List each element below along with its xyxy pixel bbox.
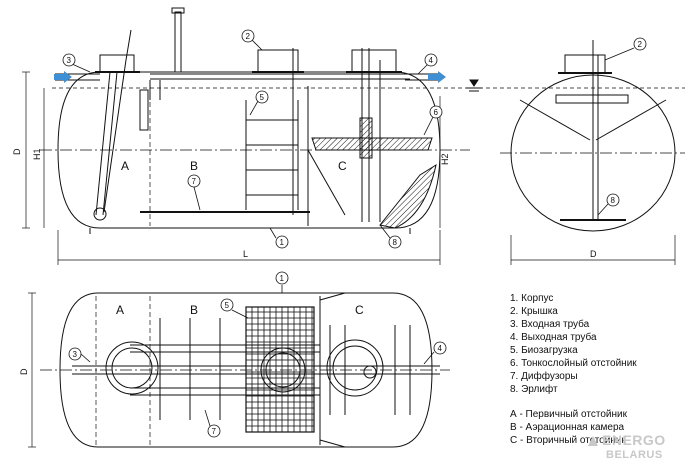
side-view — [22, 7, 500, 265]
water-level-mark — [466, 79, 482, 92]
callout-4-side — [417, 53, 438, 75]
dim-l: L — [243, 249, 248, 259]
legend: 1. Корпус 2. Крышка 3. Входная труба 4. … — [510, 292, 690, 447]
legend-item-2: 2. Крышка — [510, 306, 558, 317]
logo-mark-icon — [588, 436, 598, 446]
svg-text:1: 1 — [280, 274, 285, 283]
lamella-hatch-lower — [379, 163, 437, 229]
svg-text:2: 2 — [246, 32, 251, 41]
callout-6-side — [423, 105, 443, 136]
callout-3-top — [68, 347, 91, 363]
callout-1-side — [269, 227, 289, 249]
svg-text:8: 8 — [611, 196, 616, 205]
svg-text:6: 6 — [434, 108, 439, 117]
logo-country: BELARUS — [606, 449, 663, 461]
svg-text:1: 1 — [280, 238, 285, 247]
cover-3 — [351, 49, 397, 73]
chamber-c-side: C — [338, 159, 347, 173]
end-view — [500, 40, 685, 265]
callout-3-side — [62, 53, 91, 73]
callout-5-side — [249, 90, 269, 116]
callout-4-top — [423, 341, 447, 365]
tank-body-top — [59, 292, 433, 448]
legend-chamber-a: А - Первичный отстойник — [510, 409, 627, 420]
legend-chamber-b: В - Аэрационная камера — [510, 422, 625, 433]
callout-1-top — [275, 271, 289, 293]
outlet-arrow-icon — [428, 71, 446, 83]
dim-d-top: D — [19, 368, 29, 375]
callout-2-side — [241, 29, 263, 51]
legend-item-4: 4. Выходная труба — [510, 332, 597, 343]
legend-item-3: 3. Входная труба — [510, 319, 590, 330]
logo-brand: ENERGO — [602, 432, 666, 448]
chamber-b-side: B — [190, 159, 198, 173]
chamber-b-top: B — [190, 303, 198, 317]
svg-text:5: 5 — [260, 93, 265, 102]
svg-text:2: 2 — [638, 40, 643, 49]
legend-item-8: 8. Эрлифт — [510, 384, 558, 395]
svg-text:3: 3 — [67, 56, 72, 65]
svg-text:4: 4 — [438, 344, 443, 353]
svg-text:3: 3 — [73, 350, 78, 359]
inlet-arrow-icon — [54, 71, 72, 83]
callout-2-end — [604, 37, 647, 61]
chamber-c-top: C — [355, 303, 364, 317]
dim-d-end: D — [590, 249, 597, 259]
callout-7-top — [204, 409, 221, 438]
callout-5-top — [220, 298, 249, 319]
callout-8-side — [379, 224, 402, 249]
energo-belarus-logo: ENERGO BELARUS — [588, 432, 690, 466]
top-view — [28, 292, 450, 448]
callout-7-side — [187, 174, 201, 211]
legend-item-5: 5. Биозагрузка — [510, 345, 578, 356]
svg-text:7: 7 — [212, 427, 217, 436]
hatch-circle-1 — [105, 341, 159, 395]
dim-h2: H2 — [440, 153, 450, 165]
cover-2 — [257, 49, 299, 73]
legend-item-1: 1. Корпус — [510, 293, 554, 304]
legend-item-7: 7. Диффузоры — [510, 371, 578, 382]
chamber-a-side: A — [121, 159, 129, 173]
callouts — [62, 29, 647, 438]
svg-text:8: 8 — [393, 238, 398, 247]
legend-chamber-c: С - Вторичный отстойник — [510, 435, 626, 446]
legend-item-6: 6. Тонкослойный отстойник — [510, 358, 637, 369]
dim-h1: H1 — [32, 148, 42, 160]
callout-numbers: 3 2 4 5 6 7 1 8 2 8 1 5 3 4 7 — [67, 32, 643, 436]
svg-text:5: 5 — [225, 301, 230, 310]
svg-text:4: 4 — [429, 56, 434, 65]
hatch-circle-3 — [326, 339, 384, 397]
svg-text:7: 7 — [192, 177, 197, 186]
chamber-a-top: A — [116, 303, 124, 317]
cover-1 — [99, 54, 135, 73]
callout-8-end — [597, 193, 620, 216]
biofilm-mesh — [245, 306, 315, 433]
dim-d-side: D — [12, 148, 22, 155]
